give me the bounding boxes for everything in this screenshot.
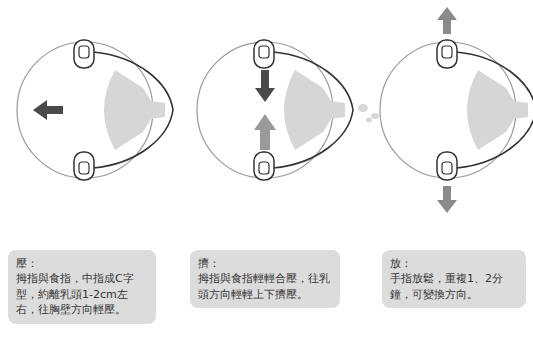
step-description: 拇指與食指，中指成C字型，約離乳頭1-2cm左右，往胸壁方向輕壓。 bbox=[16, 271, 148, 317]
step-heading: 放： bbox=[390, 256, 518, 271]
release-figure bbox=[380, 7, 533, 213]
step-description: 拇指與食指輕輕合壓，往乳頭方向輕輕上下擠壓。 bbox=[198, 271, 332, 302]
step-box: 擠：拇指與食指輕輕合壓，往乳頭方向輕輕上下擠壓。 bbox=[190, 250, 340, 308]
step-description: 手指放鬆，重複1、2分鐘，可變換方向。 bbox=[390, 271, 518, 302]
step-box: 壓：拇指與食指，中指成C字型，約離乳頭1-2cm左右，往胸壁方向輕壓。 bbox=[8, 250, 156, 324]
press-figure bbox=[17, 40, 173, 180]
squeeze-figure bbox=[197, 40, 379, 180]
step-heading: 壓： bbox=[16, 256, 148, 271]
step-box: 放：手指放鬆，重複1、2分鐘，可變換方向。 bbox=[382, 250, 526, 308]
step-heading: 擠： bbox=[198, 256, 332, 271]
